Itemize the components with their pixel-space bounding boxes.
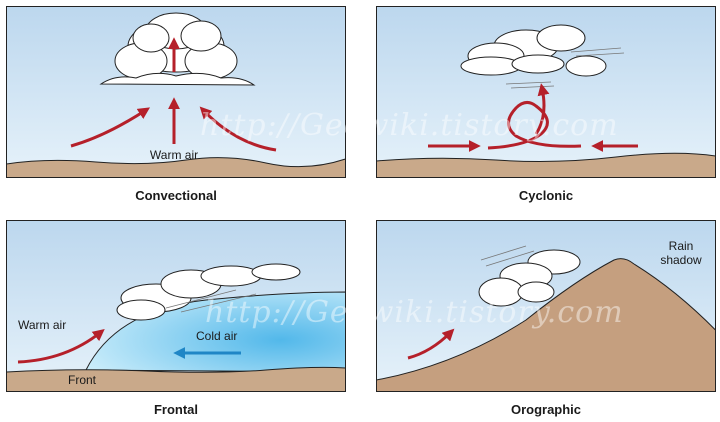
label-shadow: shadow <box>660 253 702 267</box>
panel-cyclonic <box>376 6 716 178</box>
caption-convectional: Convectional <box>135 188 217 203</box>
ground <box>6 157 346 178</box>
label-warm-air: Warm air <box>18 318 66 332</box>
rising-loop-arrow-icon <box>428 83 638 152</box>
label-rain: Rain <box>669 239 694 253</box>
ground <box>376 152 716 178</box>
label-front: Front <box>68 373 97 387</box>
caption-orographic: Orographic <box>510 402 582 417</box>
cloud-icon <box>460 24 607 77</box>
panel-convectional: Warm air <box>6 6 346 178</box>
caption-cyclonic: Cyclonic <box>518 188 574 203</box>
warm-air-arrow-icon <box>407 328 455 360</box>
cloud-icon <box>116 263 301 321</box>
mountain-icon <box>376 258 716 392</box>
cloud-icon <box>478 249 581 307</box>
cold-air-mass <box>85 291 346 373</box>
label-cold-air: Cold air <box>196 329 237 343</box>
wind-streaks <box>480 245 535 267</box>
panel-orographic: Rain shadow <box>376 220 716 392</box>
wind-streaks <box>165 289 257 313</box>
ground <box>6 366 346 392</box>
cumulus-cloud-icon <box>99 12 256 86</box>
label-warm-air: Warm air <box>150 148 198 162</box>
caption-frontal: Frontal <box>153 402 199 417</box>
warm-air-arrow-icon <box>17 329 105 364</box>
panel-frontal: Warm air Cold air Front <box>6 220 346 392</box>
warm-air-arrow-icon <box>70 37 277 152</box>
